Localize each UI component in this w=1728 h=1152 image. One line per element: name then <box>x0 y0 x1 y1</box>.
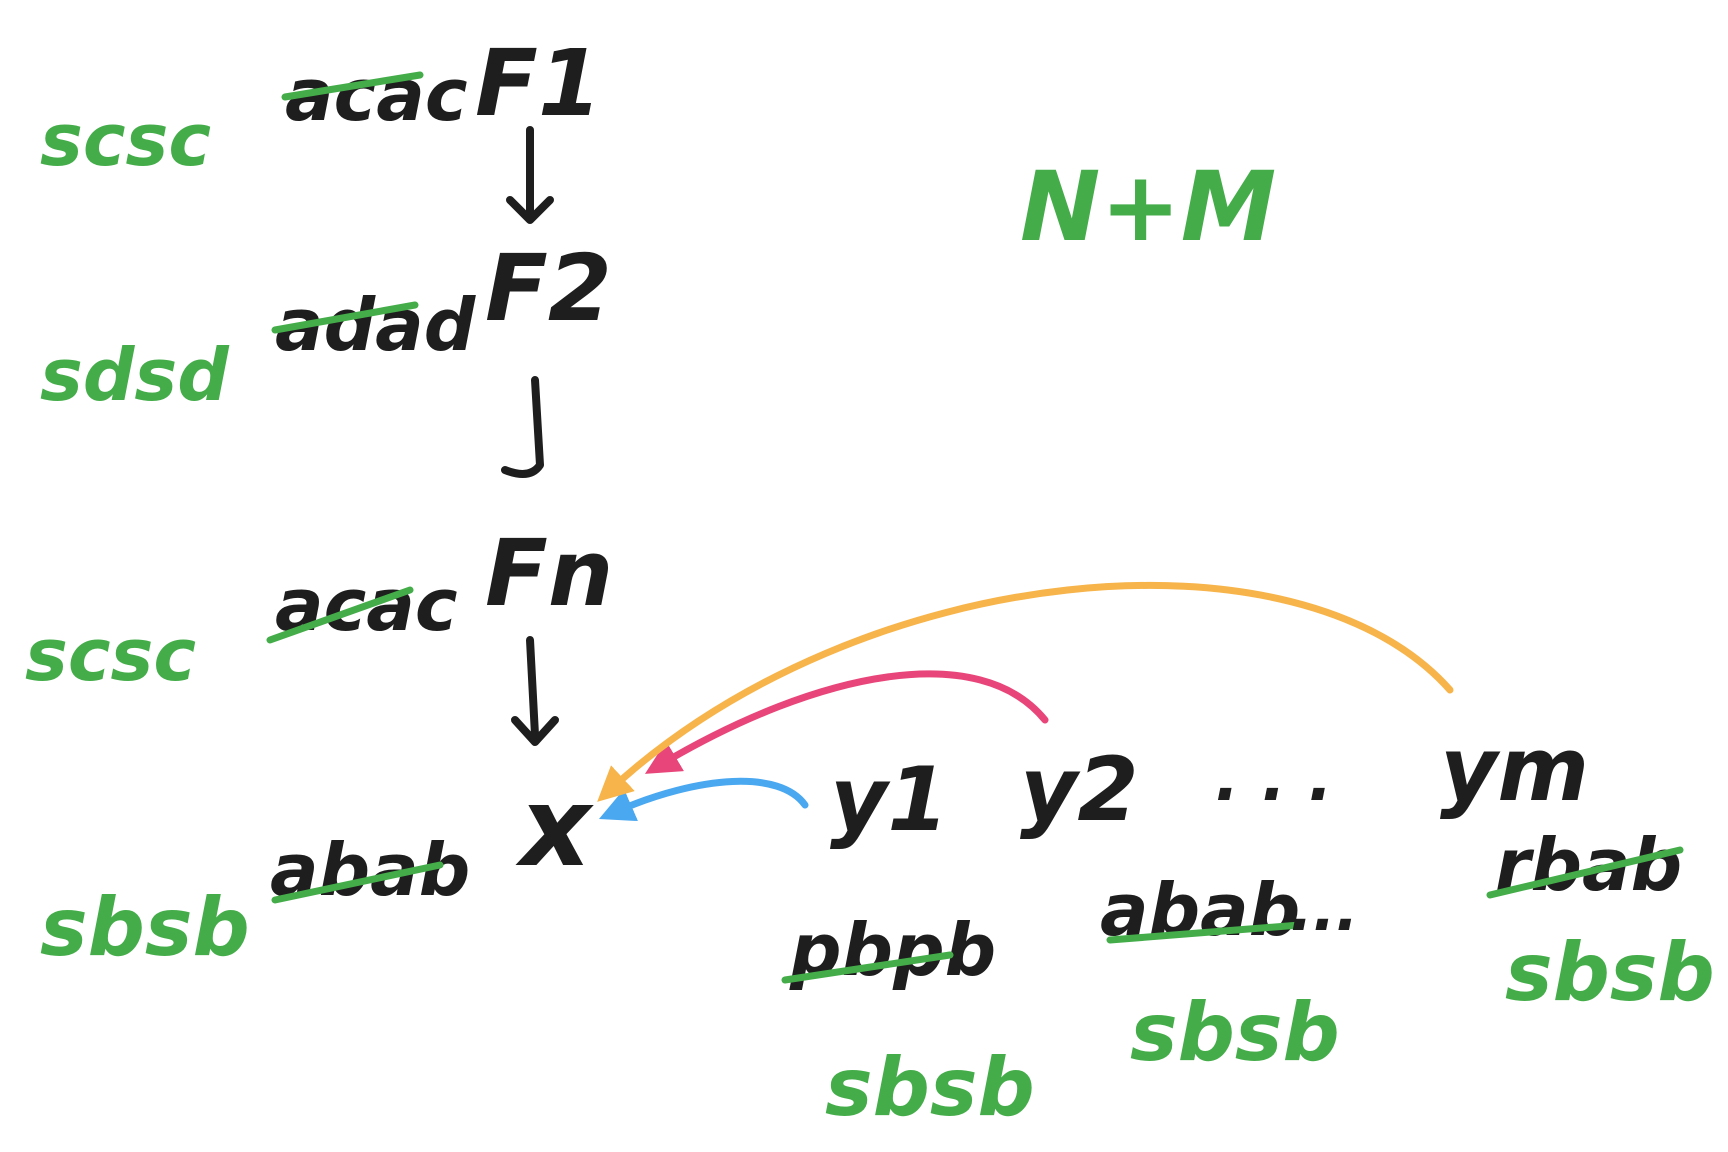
strike-line <box>1106 921 1304 944</box>
ym-column: ym rbab sbsb <box>1440 718 1715 1019</box>
y-replacement-label: sbsb <box>1505 926 1715 1019</box>
function-name: Fn <box>485 520 613 627</box>
y2-column: y2 abab ... sbsb <box>1020 738 1358 1079</box>
function-replacement-label: sdsd <box>40 333 230 417</box>
arrow-y1-to-x <box>598 777 809 822</box>
strike-line <box>781 951 954 984</box>
x-replacement-label: sbsb <box>40 881 250 974</box>
function-replacement-label: scsc <box>40 98 211 182</box>
y-suffix: ... <box>1290 875 1358 945</box>
y-replacement-label: sbsb <box>1130 986 1340 1079</box>
arrow-y2-to-x <box>644 670 1049 774</box>
y-name: ym <box>1440 718 1589 821</box>
strike-line <box>1486 846 1684 899</box>
down-arrow <box>501 376 544 478</box>
ellipsis: . . . <box>1215 742 1333 816</box>
x-name: x <box>515 763 594 891</box>
function-replacement-label: scsc <box>25 613 196 697</box>
arrow-ym-to-x <box>597 581 1454 802</box>
down-arrow <box>511 636 559 746</box>
strike-line <box>271 301 419 334</box>
function-row-3: scsc acac Fn <box>25 520 613 697</box>
y1-column: y1 pbpb sbsb <box>781 748 1035 1134</box>
x-struck-label: abab <box>270 828 470 912</box>
y-replacement-label: sbsb <box>825 1041 1035 1134</box>
formula-label: N+M <box>1020 151 1276 263</box>
function-row-1: scsc acac F1 <box>40 30 602 182</box>
x-row: sbsb abab x <box>40 763 594 974</box>
y-name: y2 <box>1020 738 1139 841</box>
function-row-2: sdsd adad F2 <box>40 235 612 417</box>
strike-line <box>266 586 414 644</box>
y-struck-label: pbpb <box>789 908 996 992</box>
y-struck-label: rbab <box>1495 823 1682 907</box>
function-name: F2 <box>485 235 612 342</box>
function-name: F1 <box>475 30 602 137</box>
y-name: y1 <box>830 748 949 851</box>
strike-line <box>271 861 444 904</box>
strike-line <box>281 71 424 101</box>
down-arrow <box>506 126 554 224</box>
